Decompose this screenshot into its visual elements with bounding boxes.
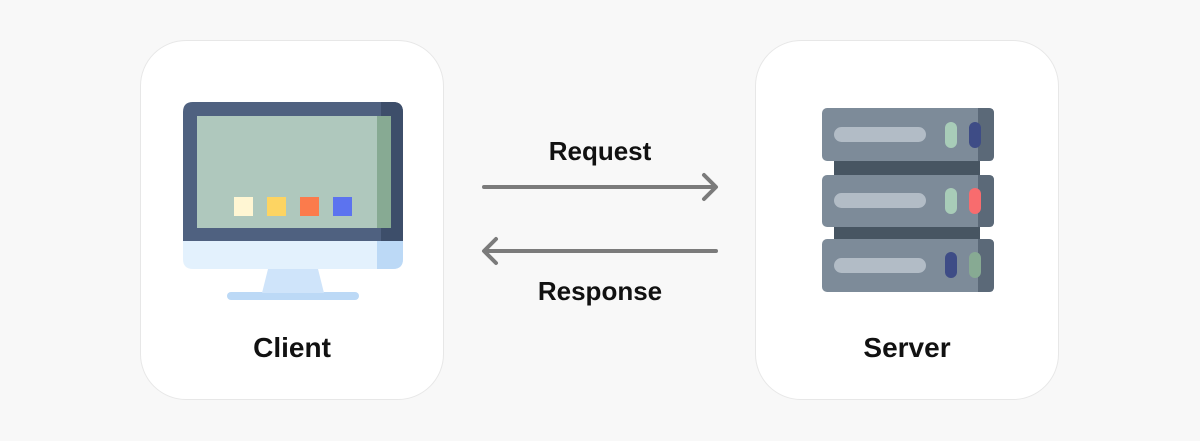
request-label: Request [548,136,652,166]
request-arrow [482,173,718,201]
client-card: Client [140,40,444,400]
response-arrow [482,237,718,265]
server-card: Server [755,40,1059,400]
server-label: Server [863,332,951,363]
server-rack-icon [822,108,994,292]
response-label: Response [537,276,663,306]
client-label: Client [253,332,331,363]
monitor-icon [183,102,403,300]
